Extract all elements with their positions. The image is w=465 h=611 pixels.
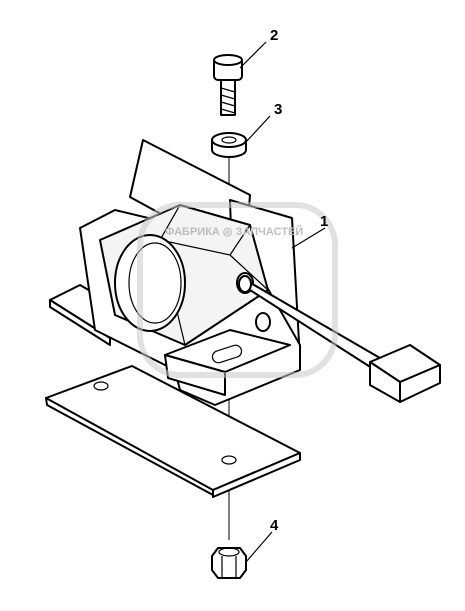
bracket-housing xyxy=(49,139,301,406)
callout-2: 2 xyxy=(270,27,278,44)
leader-3 xyxy=(245,115,271,143)
base-plate xyxy=(45,365,301,498)
washer xyxy=(211,132,247,158)
callout-1: 1 xyxy=(320,213,328,230)
watermark: ФАБРИКА ◎ ЗАПЧАСТЕЙ xyxy=(137,202,338,378)
nut xyxy=(211,547,247,579)
watermark-caption: ФАБРИКА ◎ ЗАПЧАСТЕЙ xyxy=(165,225,303,238)
callout-3: 3 xyxy=(274,101,282,118)
callout-4: 4 xyxy=(270,517,279,534)
leader-1 xyxy=(291,227,326,249)
leader-2 xyxy=(239,41,267,69)
bolt xyxy=(213,54,243,116)
leader-4 xyxy=(245,531,273,563)
